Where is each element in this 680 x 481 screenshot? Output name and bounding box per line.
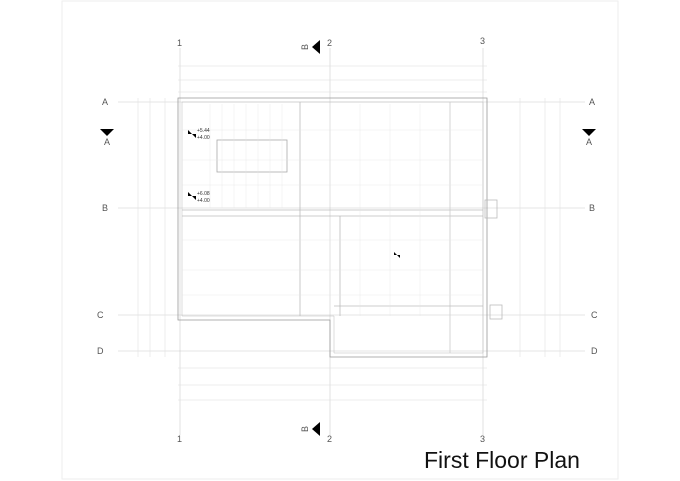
sheet-border xyxy=(61,0,619,480)
grid-label-col-3-bottom: 3 xyxy=(480,434,485,444)
grid-label-row-b: B xyxy=(102,203,108,213)
section-marker-a-left: A xyxy=(100,129,114,147)
grid-lines xyxy=(118,48,585,435)
section-arrow-icon xyxy=(582,129,596,136)
svg-text:B: B xyxy=(300,44,310,50)
floor-pattern xyxy=(182,104,483,316)
section-marker-a-right: A xyxy=(582,129,596,147)
level-symbol-icon xyxy=(188,192,196,200)
grid-label-col-2-bottom: 2 xyxy=(327,434,332,444)
level-symbol-icon xyxy=(394,252,400,258)
section-arrow-icon xyxy=(312,40,320,54)
grid-label-col-3: 3 xyxy=(480,36,485,46)
grid-label-row-b-right: B xyxy=(589,203,595,213)
grid-label-row-a-right: A xyxy=(589,97,595,107)
building-outline xyxy=(177,97,503,358)
svg-text:A: A xyxy=(586,137,592,147)
svg-text:+4.00: +4.00 xyxy=(197,135,210,141)
grid-label-row-c: C xyxy=(97,310,104,320)
section-arrow-icon xyxy=(100,129,114,136)
grid-label-row-d-right: D xyxy=(591,346,598,356)
section-marker-b-top: B xyxy=(300,40,320,54)
grid-label-col-1-bottom: 1 xyxy=(177,434,182,444)
dimension-lines xyxy=(137,65,561,401)
svg-text:+4.00: +4.00 xyxy=(197,198,210,204)
svg-text:+5.44: +5.44 xyxy=(197,128,210,134)
level-marker-1: +5.44 +4.00 xyxy=(188,128,210,141)
level-marker-2: +6.08 +4.00 xyxy=(188,191,210,204)
section-arrow-icon xyxy=(312,422,320,436)
section-marker-b-bottom: B xyxy=(300,422,320,436)
level-symbol-icon xyxy=(188,130,196,138)
grid-label-row-d: D xyxy=(97,346,104,356)
grid-label-row-c-right: C xyxy=(591,310,598,320)
svg-text:B: B xyxy=(300,426,310,432)
svg-text:+6.08: +6.08 xyxy=(197,191,210,197)
grid-label-col-2: 2 xyxy=(327,38,332,48)
grid-label-row-a: A xyxy=(102,97,108,107)
grid-label-col-1: 1 xyxy=(177,38,182,48)
drawing-title: First Floor Plan xyxy=(424,447,580,473)
svg-text:A: A xyxy=(104,137,110,147)
